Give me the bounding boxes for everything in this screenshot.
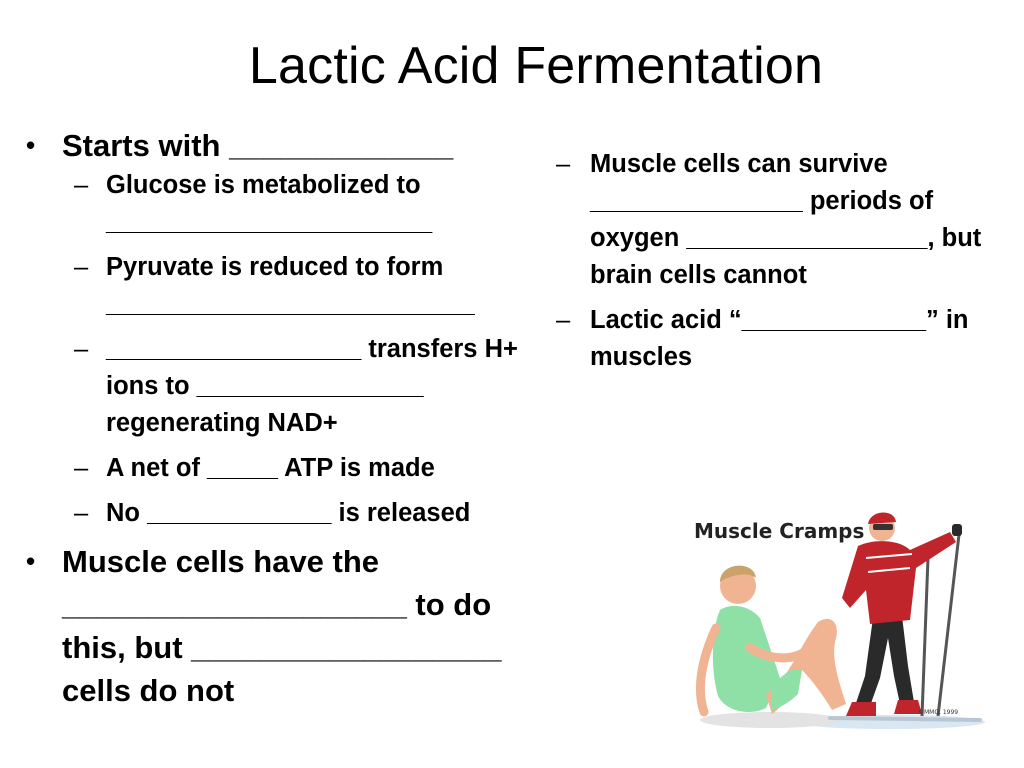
floor-shadow xyxy=(700,712,840,728)
bullet-marker: • xyxy=(26,546,36,576)
sub-item-text: Glucose is metabolized to ______________… xyxy=(106,171,433,236)
bullet-marker: • xyxy=(26,130,36,160)
sub-item-text: No _____________ is released xyxy=(106,499,471,527)
sub-item: –No _____________ is released xyxy=(22,495,542,532)
sub-item-text: Lactic acid “_____________” in muscles xyxy=(590,306,969,371)
illustration-caption: Muscle Cramps xyxy=(694,519,864,543)
illustration-credit: ©MMG, 1999 xyxy=(918,709,958,716)
bullet-item: • Muscle cells have the _________________… xyxy=(22,540,542,712)
dash-marker: – xyxy=(74,335,89,363)
sub-item: –Glucose is metabolized to _____________… xyxy=(22,167,542,241)
sub-item: –Pyruvate is reduced to form ___________… xyxy=(22,249,542,323)
sub-item-text: __________________ transfers H+ ions to … xyxy=(106,335,518,437)
bullet-text: Starts with _____________ xyxy=(62,128,454,163)
left-column: •Starts with _____________ –Glucose is m… xyxy=(22,124,542,712)
sub-item-text: Pyruvate is reduced to form ____________… xyxy=(106,253,475,318)
dash-marker: – xyxy=(74,499,89,527)
ski-pole xyxy=(936,525,962,717)
bullet-text: Muscle cells have the __________________… xyxy=(62,544,502,708)
dash-marker: – xyxy=(556,306,571,334)
dash-marker: – xyxy=(74,454,89,482)
ski-pole xyxy=(920,557,930,717)
ski xyxy=(828,716,982,722)
sub-item-text: A net of _____ ATP is made xyxy=(106,454,435,482)
dash-marker: – xyxy=(556,150,571,178)
sub-item-text: Muscle cells can survive _______________… xyxy=(590,150,982,289)
dash-marker: – xyxy=(74,171,89,199)
sub-item: –Lactic acid “_____________” in muscles xyxy=(556,302,1006,376)
skier-figure xyxy=(842,512,962,716)
sub-item: –A net of _____ ATP is made xyxy=(22,450,542,487)
dash-marker: – xyxy=(74,253,89,281)
bullet-item: • Starts with _____________ xyxy=(22,124,542,167)
right-column: –Muscle cells can survive ______________… xyxy=(556,146,1006,376)
sub-item: –Muscle cells can survive ______________… xyxy=(556,146,1006,294)
muscle-cramps-illustration: Muscle Cramps ©MMG, 1999 xyxy=(694,512,985,729)
seated-person-figure xyxy=(695,565,846,717)
sub-item: –__________________ transfers H+ ions to… xyxy=(22,331,542,442)
slide-title: Lactic Acid Fermentation xyxy=(248,37,824,95)
